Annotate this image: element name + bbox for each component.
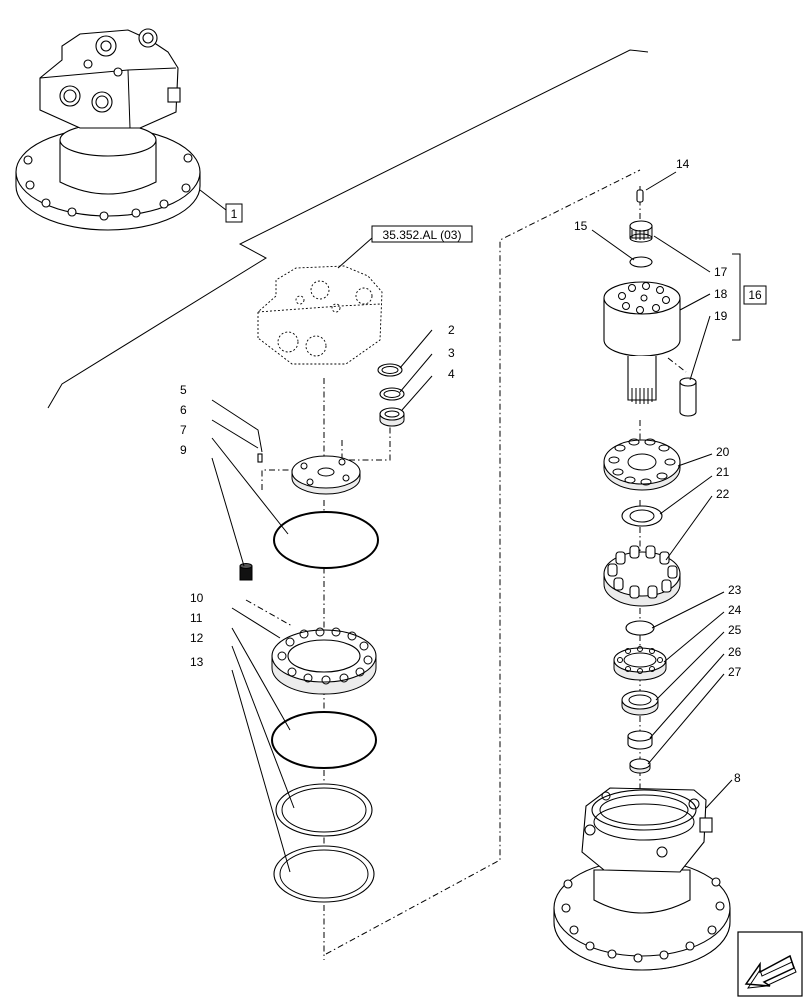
callout-13[interactable]: 13: [190, 655, 204, 669]
ring-15: [629, 256, 653, 268]
plate-20: [603, 438, 681, 491]
ring-13: [273, 845, 375, 903]
ring-23: [625, 620, 655, 636]
plug-9: [239, 563, 253, 581]
o-ring-11: [271, 711, 377, 769]
callout-12[interactable]: 12: [190, 631, 204, 645]
callout-2[interactable]: 2: [448, 323, 455, 337]
callout-5[interactable]: 5: [180, 383, 187, 397]
left-leader-lines: [199, 189, 433, 873]
callout-11[interactable]: 11: [190, 611, 203, 625]
callout-21[interactable]: 21: [716, 465, 730, 479]
assembled-motor-illustration: [15, 28, 201, 231]
callout-19[interactable]: 19: [714, 309, 728, 323]
arrow-left-icon: [744, 954, 797, 989]
callout-27[interactable]: 27: [728, 665, 742, 679]
callout-7[interactable]: 7: [180, 423, 187, 437]
callout-9[interactable]: 9: [180, 443, 187, 457]
valve-plate-5: [291, 455, 361, 495]
callouts: 1 35.352.AL (03) 2 3 4 5 6 7 8 9 10 11 1…: [180, 157, 767, 785]
callout-25[interactable]: 25: [728, 623, 742, 637]
cylinder-block-18: [603, 281, 681, 404]
callout-3[interactable]: 3: [448, 346, 455, 360]
pin-14: [636, 189, 644, 203]
ring-27: [629, 758, 651, 774]
callout-8[interactable]: 8: [734, 771, 741, 785]
callout-24[interactable]: 24: [728, 603, 742, 617]
bearing-24: [613, 646, 667, 681]
callout-18[interactable]: 18: [714, 287, 728, 301]
collar-17: [629, 220, 653, 243]
callout-26[interactable]: 26: [728, 645, 742, 659]
bearing-10: [271, 627, 377, 695]
piston-19: [679, 377, 697, 417]
callout-23[interactable]: 23: [728, 583, 742, 597]
piston-assembly-22: [603, 545, 681, 607]
back-nav-button[interactable]: [737, 931, 803, 997]
right-leader-lines: [591, 171, 741, 809]
callout-14[interactable]: 14: [676, 157, 690, 171]
callout-1[interactable]: 1: [231, 207, 238, 221]
reference-link[interactable]: 35.352.AL (03): [383, 228, 462, 242]
callout-16[interactable]: 16: [748, 288, 762, 302]
ring-25: [621, 690, 659, 716]
ring-12: [275, 783, 373, 837]
callout-4[interactable]: 4: [448, 367, 455, 381]
callout-6[interactable]: 6: [180, 403, 187, 417]
callout-22[interactable]: 22: [716, 487, 730, 501]
seal-rings-2-3-4: [377, 363, 405, 427]
housing-8: [553, 787, 731, 971]
valve-block-illustration: [257, 265, 383, 365]
callout-17[interactable]: 17: [714, 265, 728, 279]
ring-26: [627, 730, 653, 750]
callout-20[interactable]: 20: [716, 445, 730, 459]
callout-10[interactable]: 10: [190, 591, 204, 605]
o-ring-7: [273, 511, 379, 569]
callout-15[interactable]: 15: [574, 219, 588, 233]
ring-21: [621, 505, 663, 527]
